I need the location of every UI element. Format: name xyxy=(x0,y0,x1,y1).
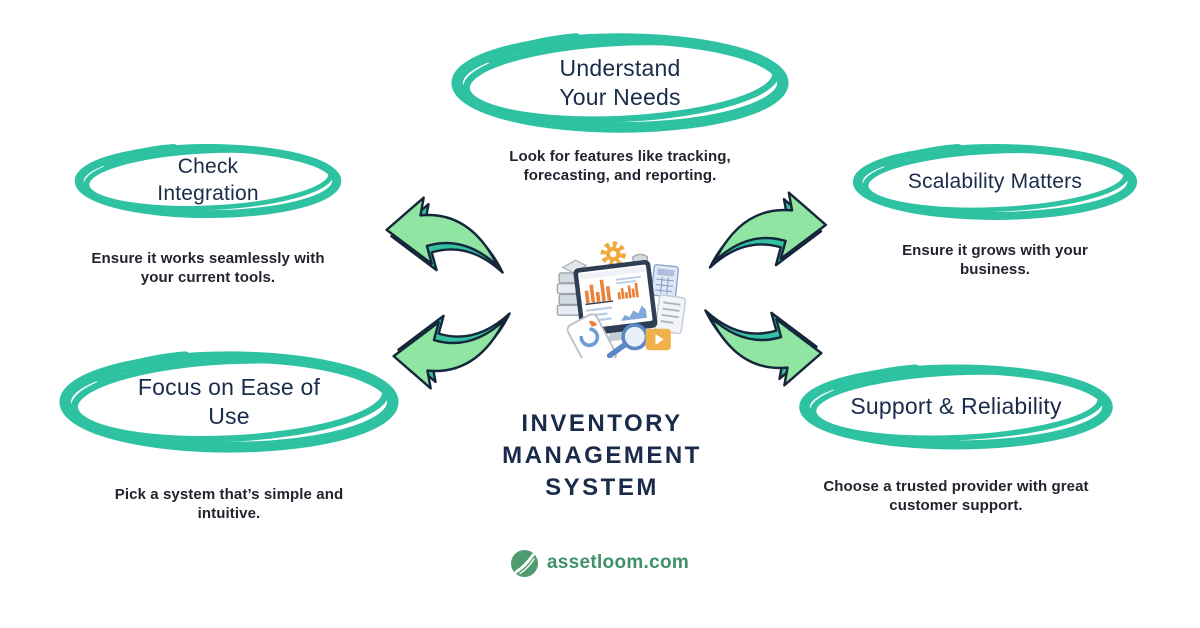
node-description: Look for features like tracking, forecas… xyxy=(509,148,731,184)
calculator-icon xyxy=(650,264,680,298)
inventory-dashboard-illustration xyxy=(556,241,687,358)
node-title: Focus on Ease of Use xyxy=(137,373,321,429)
node-title: Understand Your Needs xyxy=(559,54,681,110)
node-scalability-matters: Scalability Matters Ensure it grows with… xyxy=(850,140,1140,280)
arrow-to-focus-on-ease-of-use-icon xyxy=(392,312,511,390)
arrow-to-check-integration-icon xyxy=(385,196,504,274)
arrow-to-scalability-matters-icon xyxy=(708,191,828,269)
brand-footer: assetloom.com xyxy=(450,546,750,580)
node-description: Pick a system that’s simple and intuitiv… xyxy=(114,486,344,522)
node-title: Scalability Matters xyxy=(907,169,1083,193)
dashboard-monitor-icon xyxy=(573,259,658,342)
node-title: Check Integration xyxy=(157,155,259,205)
magnifier-icon xyxy=(606,323,649,358)
area-chart xyxy=(620,305,647,321)
node-focus-on-ease-of-use: Focus on Ease of Use Pick a system that’… xyxy=(56,346,402,524)
node-support-reliability: Support & Reliability Choose a trusted p… xyxy=(796,360,1116,516)
node-description: Ensure it grows with your business. xyxy=(902,242,1088,278)
center-title: INVENTORY MANAGEMENT SYSTEM xyxy=(502,410,702,501)
node-description: Choose a trusted provider with great cus… xyxy=(823,478,1089,514)
leaf-circle-icon xyxy=(510,549,538,577)
node-description: Ensure it works seamlessly with your cur… xyxy=(91,250,325,286)
phone-icon xyxy=(566,313,617,358)
gear-icon xyxy=(600,241,626,267)
document-icon xyxy=(654,294,687,335)
node-check-integration: Check Integration Ensure it works seamle… xyxy=(72,140,344,288)
brand-name: assetloom.com xyxy=(546,552,690,573)
node-understand-your-needs: Understand Your Needs Look for features … xyxy=(448,28,792,186)
node-title: Support & Reliability xyxy=(850,393,1062,420)
play-button-card-icon xyxy=(645,328,671,351)
